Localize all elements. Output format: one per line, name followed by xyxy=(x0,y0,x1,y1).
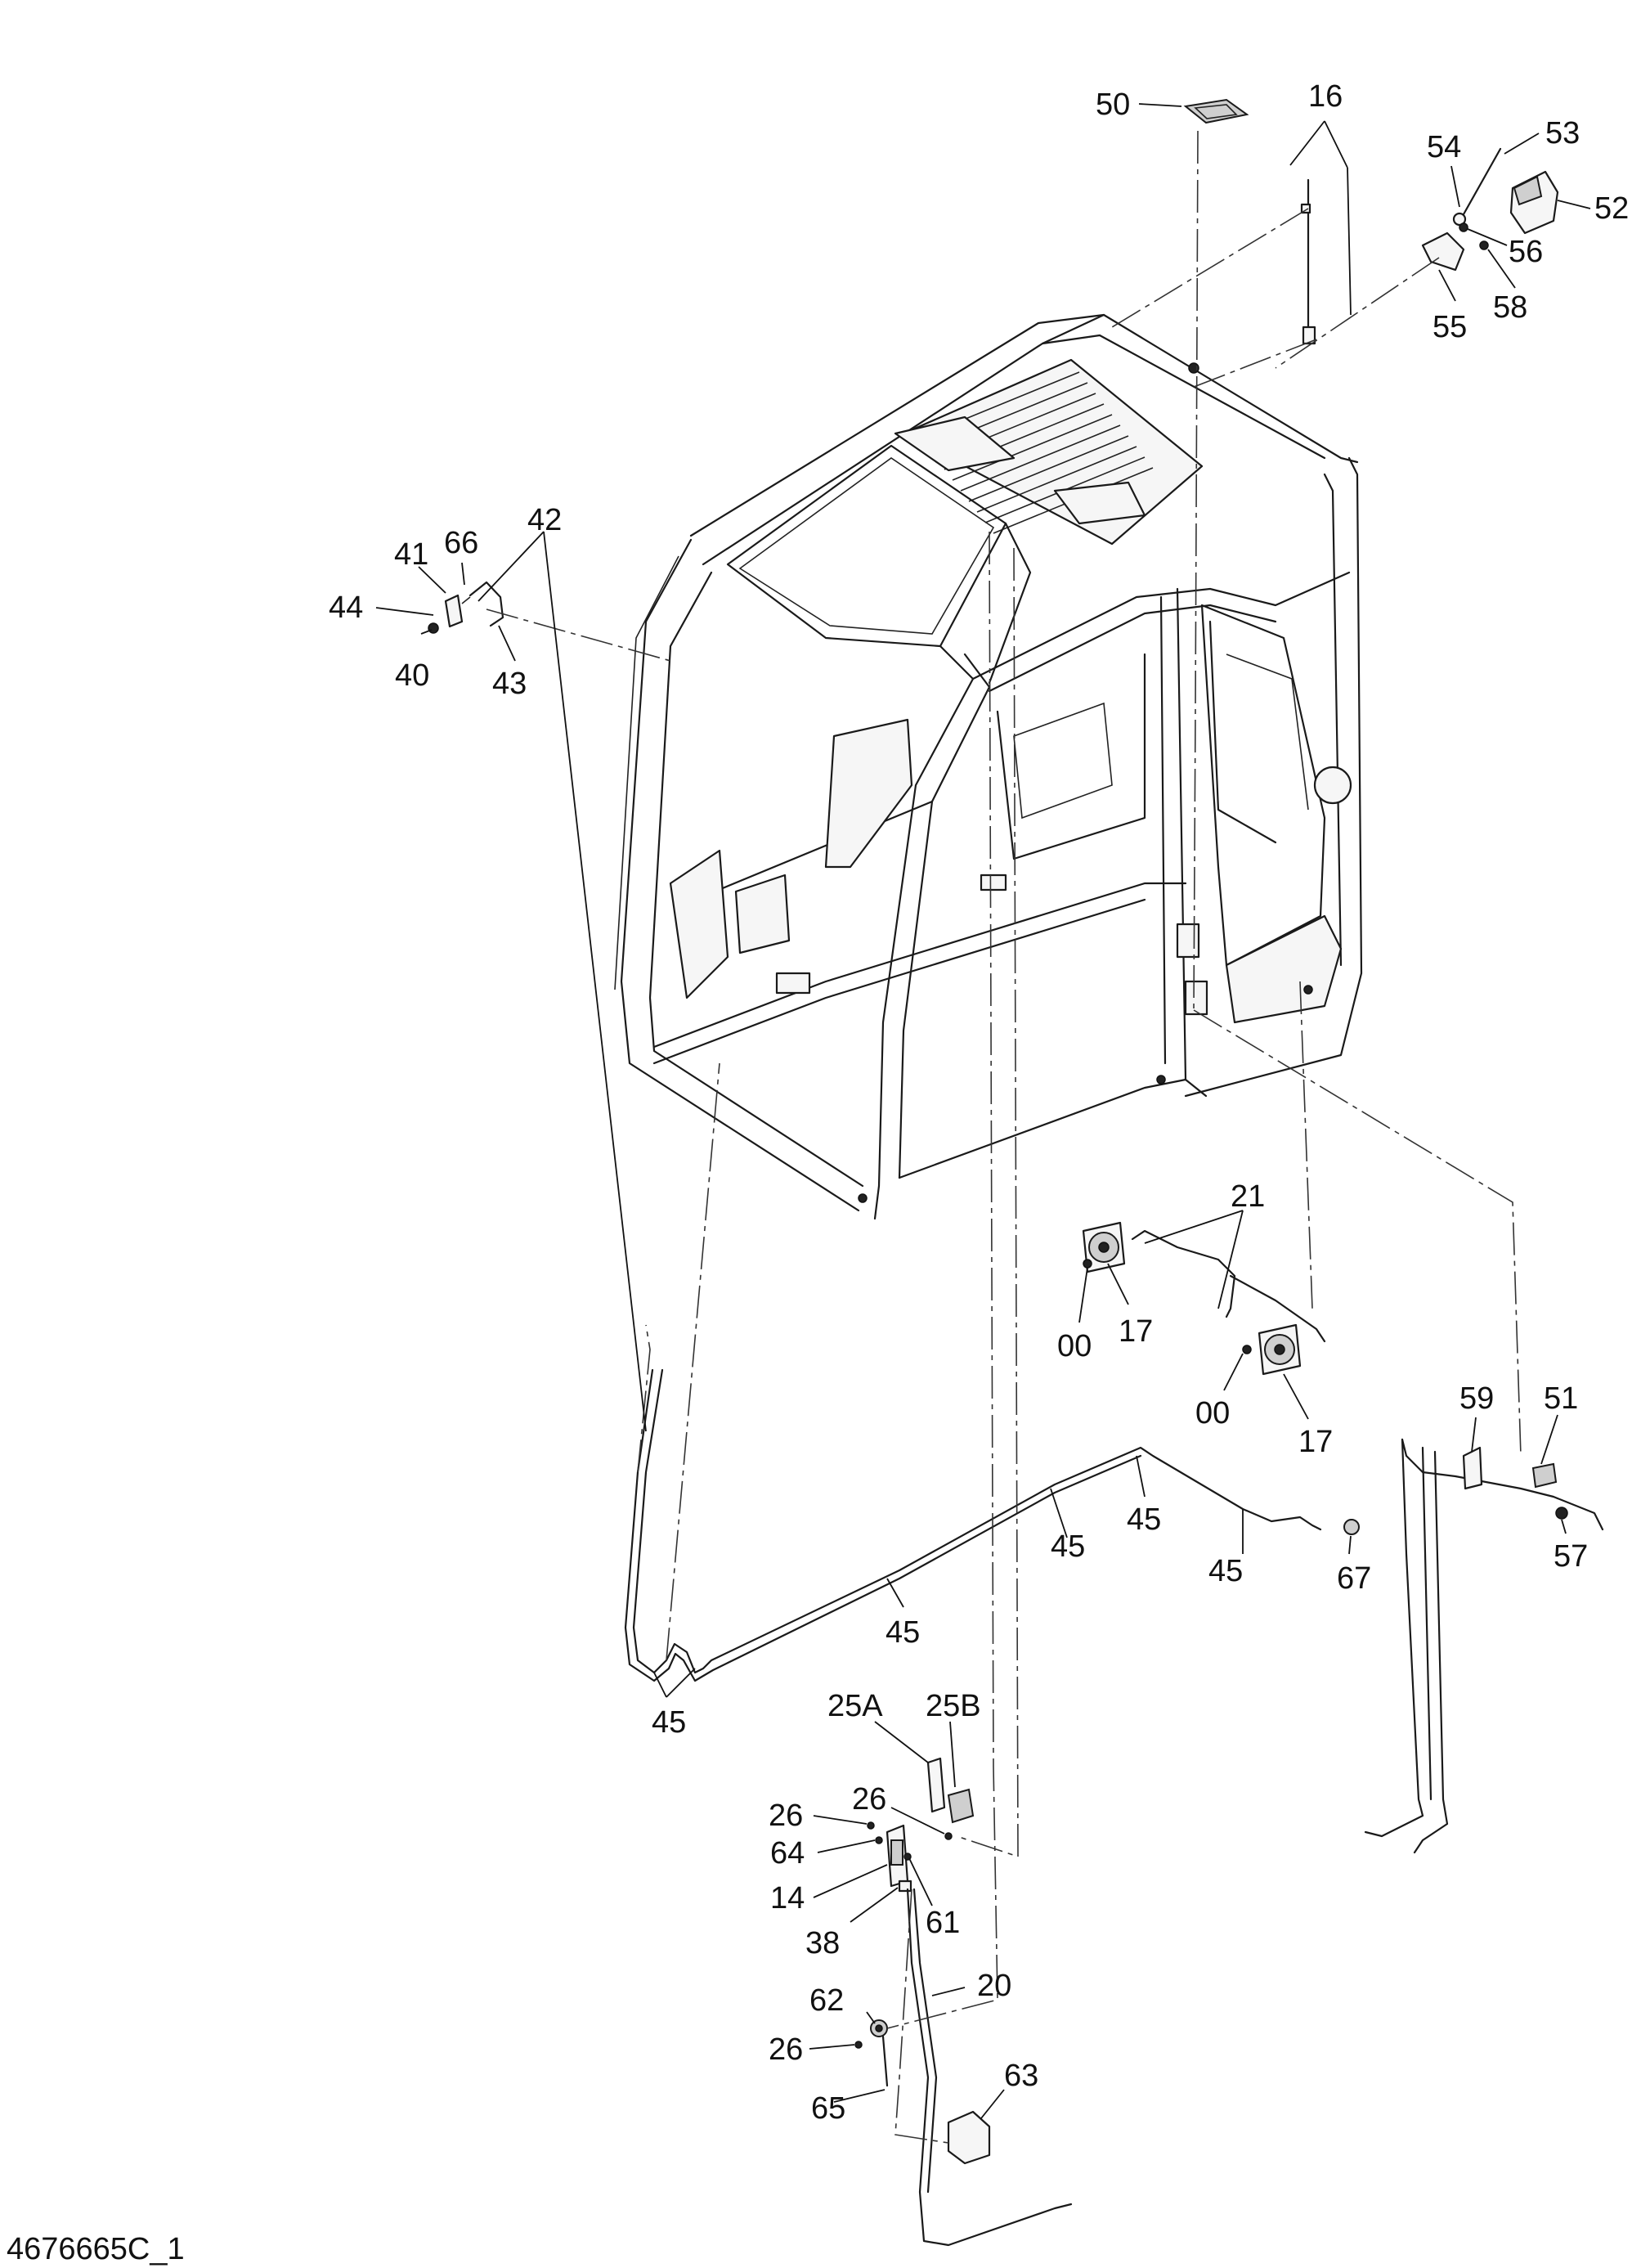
cab-frame xyxy=(614,313,1363,1220)
leader-lines xyxy=(375,103,1591,2119)
part-25B-switch xyxy=(947,1788,975,1824)
callout-65: 65 xyxy=(811,2091,845,2126)
part-00-screw-b xyxy=(1242,1345,1252,1354)
part-62-switch xyxy=(870,2019,888,2037)
callout-58: 58 xyxy=(1493,290,1527,325)
drawing-code: 4676665C_1 xyxy=(7,2232,185,2266)
callout-labels: 50 16 54 53 52 56 55 58 42 41 66 44 40 4… xyxy=(7,79,1629,2266)
callout-38: 38 xyxy=(805,1926,840,1960)
part-26-screw-c xyxy=(854,2041,863,2049)
callout-45-b: 45 xyxy=(1051,1529,1085,1564)
part-58-bolt xyxy=(1479,240,1489,250)
part-56-nut xyxy=(1459,222,1468,232)
part-26-screw-a xyxy=(867,1821,875,1830)
callout-21: 21 xyxy=(1231,1179,1265,1214)
part-20-harness xyxy=(906,1888,1073,2247)
part-42-work-light xyxy=(428,581,504,634)
callout-40: 40 xyxy=(395,658,429,693)
part-45-harness-shadow xyxy=(624,1368,1142,1682)
part-65-wire xyxy=(881,2035,889,2087)
callout-61: 61 xyxy=(926,1906,960,1940)
callout-26-c: 26 xyxy=(769,2032,803,2067)
callout-45-a: 45 xyxy=(1127,1502,1161,1537)
part-52-bracket xyxy=(1509,170,1559,235)
callout-66: 66 xyxy=(444,526,478,560)
callout-26-a: 26 xyxy=(769,1799,803,1833)
part-16-antenna xyxy=(1300,178,1316,345)
callout-45-d: 45 xyxy=(886,1615,920,1650)
part-45-harness xyxy=(632,1368,1322,1674)
callout-55: 55 xyxy=(1433,310,1467,344)
callout-53: 53 xyxy=(1545,116,1580,150)
part-17-speaker-left xyxy=(1082,1221,1126,1273)
callout-43: 43 xyxy=(492,667,527,701)
part-64-screw xyxy=(875,1836,883,1844)
part-20-harness-shadow xyxy=(912,1888,938,2194)
callout-17-left: 17 xyxy=(1119,1314,1153,1349)
callout-25A: 25A xyxy=(827,1689,883,1723)
part-55-bracket xyxy=(1421,231,1465,272)
callout-42: 42 xyxy=(527,503,562,537)
part-00-screw-a xyxy=(1083,1259,1092,1269)
part-50-dome-light xyxy=(1183,98,1249,124)
callout-14: 14 xyxy=(770,1881,805,1915)
part-53-rod xyxy=(1452,147,1502,227)
callout-00-right: 00 xyxy=(1195,1396,1230,1430)
callout-16: 16 xyxy=(1308,79,1343,114)
callout-54: 54 xyxy=(1427,130,1461,164)
callout-59: 59 xyxy=(1459,1381,1494,1416)
callout-56: 56 xyxy=(1509,235,1543,269)
center-lines xyxy=(486,130,1522,2144)
part-57-clip xyxy=(1555,1507,1568,1520)
callout-45-e: 45 xyxy=(652,1705,686,1740)
callout-17-right: 17 xyxy=(1298,1425,1333,1459)
callout-00-left: 00 xyxy=(1057,1329,1092,1363)
part-38-bracket xyxy=(898,1880,912,1893)
callout-44: 44 xyxy=(329,591,363,625)
part-17-speaker-right xyxy=(1258,1323,1302,1376)
callout-52: 52 xyxy=(1594,191,1629,226)
part-59-rear-harness xyxy=(1364,1438,1604,1854)
callout-20: 20 xyxy=(977,1969,1011,2003)
callout-26-b: 26 xyxy=(852,1782,886,1817)
part-21-speaker-harness xyxy=(1131,1229,1326,1343)
callout-64: 64 xyxy=(770,1836,805,1871)
part-51-connector xyxy=(1531,1462,1558,1489)
callout-45-c: 45 xyxy=(1208,1554,1243,1588)
callout-67: 67 xyxy=(1337,1561,1371,1596)
part-25A-switch xyxy=(926,1757,946,1813)
part-67-grommet xyxy=(1343,1519,1360,1535)
callout-41: 41 xyxy=(394,537,428,572)
callout-63: 63 xyxy=(1004,2059,1038,2093)
callout-57: 57 xyxy=(1554,1539,1588,1574)
part-26-screw-b xyxy=(944,1832,953,1840)
callout-25B: 25B xyxy=(926,1689,981,1723)
callout-51: 51 xyxy=(1544,1381,1578,1416)
callout-62: 62 xyxy=(809,1983,844,2018)
callout-50: 50 xyxy=(1096,88,1130,122)
part-63-box xyxy=(947,2110,991,2165)
